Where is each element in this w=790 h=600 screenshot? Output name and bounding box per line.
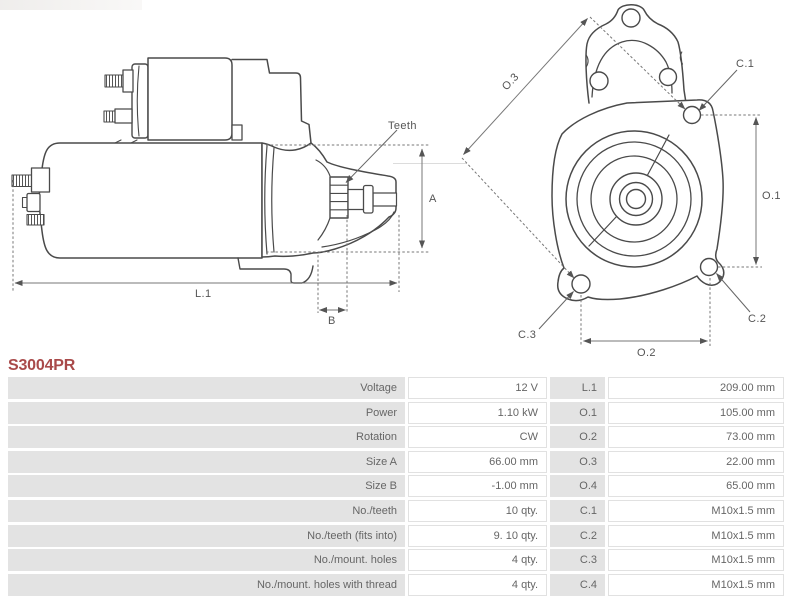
hub-circle-mid <box>618 181 654 217</box>
spec-label-cell: Power <box>8 401 405 424</box>
housing-circle-outer <box>565 130 703 268</box>
spec-value-cell: 66.00 mm <box>408 450 547 473</box>
spec-value-cell: CW <box>408 426 547 449</box>
spec-label-cell: Voltage <box>8 377 405 399</box>
label-dim-o3: O.3 <box>500 71 522 93</box>
watermark-artifact <box>0 0 142 10</box>
dim-code-cell: C.1 <box>550 499 605 522</box>
left-terminal-block <box>30 167 51 193</box>
bell-mouth-arc-inner <box>271 147 275 253</box>
side-view-drawing <box>11 57 398 284</box>
dim-code-cell: O.3 <box>550 450 605 473</box>
bell-mouth-arc-outer <box>264 145 268 255</box>
spec-label-cell: Size B <box>8 475 405 498</box>
jaw-inner-upper <box>315 159 331 177</box>
label-dim-c2: C.2 <box>748 313 766 325</box>
spec-label-cell: No./teeth <box>8 499 405 522</box>
top-bracket-outline <box>585 4 687 104</box>
solenoid-body <box>147 57 233 141</box>
dim-value-cell: 105.00 mm <box>608 401 784 424</box>
label-dim-c1: C.1 <box>736 58 754 70</box>
dim-value-cell: 22.00 mm <box>608 450 784 473</box>
spec-label-cell: No./teeth (fits into) <box>8 524 405 547</box>
housing-circle-mid <box>576 141 692 257</box>
drive-housing-step <box>231 58 312 144</box>
bracket-left-hole <box>589 71 609 91</box>
left-connector-block <box>26 192 41 213</box>
jaw-inner-contour <box>321 211 395 248</box>
label-teeth: Teeth <box>388 120 417 132</box>
spec-label-cell: No./mount. holes with thread <box>8 573 405 596</box>
dim-code-cell: O.1 <box>550 401 605 424</box>
solenoid-terminal-upper-thread <box>104 74 125 88</box>
spec-value-cell: -1.00 mm <box>408 475 547 498</box>
spec-value-cell: 1.10 kW <box>408 401 547 424</box>
front-view-drawing <box>551 4 725 302</box>
bottom-step <box>237 257 314 284</box>
dim-value-cell: M10x1.5 mm <box>608 549 784 572</box>
radial-line-upper <box>646 134 670 177</box>
label-dim-b: B <box>328 315 336 327</box>
spec-value-cell: 12 V <box>408 377 547 399</box>
jaw-inner-lower <box>317 217 331 241</box>
spec-label-cell: Rotation <box>8 426 405 449</box>
label-dim-o2: O.2 <box>637 347 656 359</box>
dim-code-cell: C.4 <box>550 573 605 596</box>
dim-code-cell: L.1 <box>550 377 605 399</box>
spec-value-cell: 10 qty. <box>408 499 547 522</box>
housing-circle-inner <box>590 155 678 243</box>
pinion-shaft <box>347 188 365 211</box>
spec-table: Voltage 12 V L.1 209.00 mm Power 1.10 kW… <box>8 377 784 596</box>
solenoid-terminal-lower-thread <box>103 110 117 123</box>
label-dim-o1: O.1 <box>762 190 781 202</box>
flange-hole-c1 <box>682 105 702 125</box>
spec-label-cell: No./mount. holes <box>8 549 405 572</box>
left-lower-bolt <box>26 213 45 226</box>
drive-end-bell <box>261 142 397 258</box>
solenoid-terminal-upper <box>122 69 134 93</box>
front-view-dimensions <box>461 16 762 346</box>
label-dim-l1: L.1 <box>195 288 212 300</box>
spec-value-cell: 4 qty. <box>408 573 547 596</box>
hub-circle-bore <box>625 188 647 210</box>
shaft-stub <box>372 192 398 207</box>
dim-value-cell: M10x1.5 mm <box>608 524 784 547</box>
shaft-end-cap <box>362 184 374 214</box>
dim-value-cell: M10x1.5 mm <box>608 499 784 522</box>
part-number-title: S3004PR <box>8 357 76 374</box>
solenoid-terminal-lower <box>114 108 133 124</box>
pinion-gear <box>329 176 349 219</box>
spec-value-cell: 4 qty. <box>408 549 547 572</box>
spec-label-cell: Size A <box>8 450 405 473</box>
solenoid-end-cap <box>131 63 149 139</box>
dim-value-cell: 209.00 mm <box>608 377 784 399</box>
dim-value-cell: 65.00 mm <box>608 475 784 498</box>
solenoid-support <box>114 139 138 144</box>
pinion-teeth-lines <box>329 184 349 211</box>
flange-hole-c3 <box>571 274 591 294</box>
label-dim-a: A <box>429 193 437 205</box>
bracket-right-hole <box>658 67 678 87</box>
dim-code-cell: C.3 <box>550 549 605 572</box>
dim-code-cell: C.2 <box>550 524 605 547</box>
bracket-top-hole <box>621 8 641 28</box>
dim-value-cell: 73.00 mm <box>608 426 784 449</box>
motor-body <box>38 142 263 259</box>
side-view-dimensions <box>12 129 429 313</box>
label-dim-c3: C.3 <box>518 329 536 341</box>
starter-motor-technical-drawing: Teeth A B L.1 <box>11 4 781 359</box>
dim-code-cell: O.4 <box>550 475 605 498</box>
solenoid-cap-ring <box>136 65 140 137</box>
left-terminal-thread <box>11 174 33 188</box>
hub-circle-outer <box>609 172 663 226</box>
flange-hole-c2 <box>699 257 719 277</box>
scan-artifact-line <box>393 163 467 164</box>
solenoid-side-block <box>231 124 243 141</box>
spec-value-cell: 9. 10 qty. <box>408 524 547 547</box>
dim-code-cell: O.2 <box>550 426 605 449</box>
radial-line-lower <box>588 215 618 247</box>
dim-value-cell: M10x1.5 mm <box>608 573 784 596</box>
